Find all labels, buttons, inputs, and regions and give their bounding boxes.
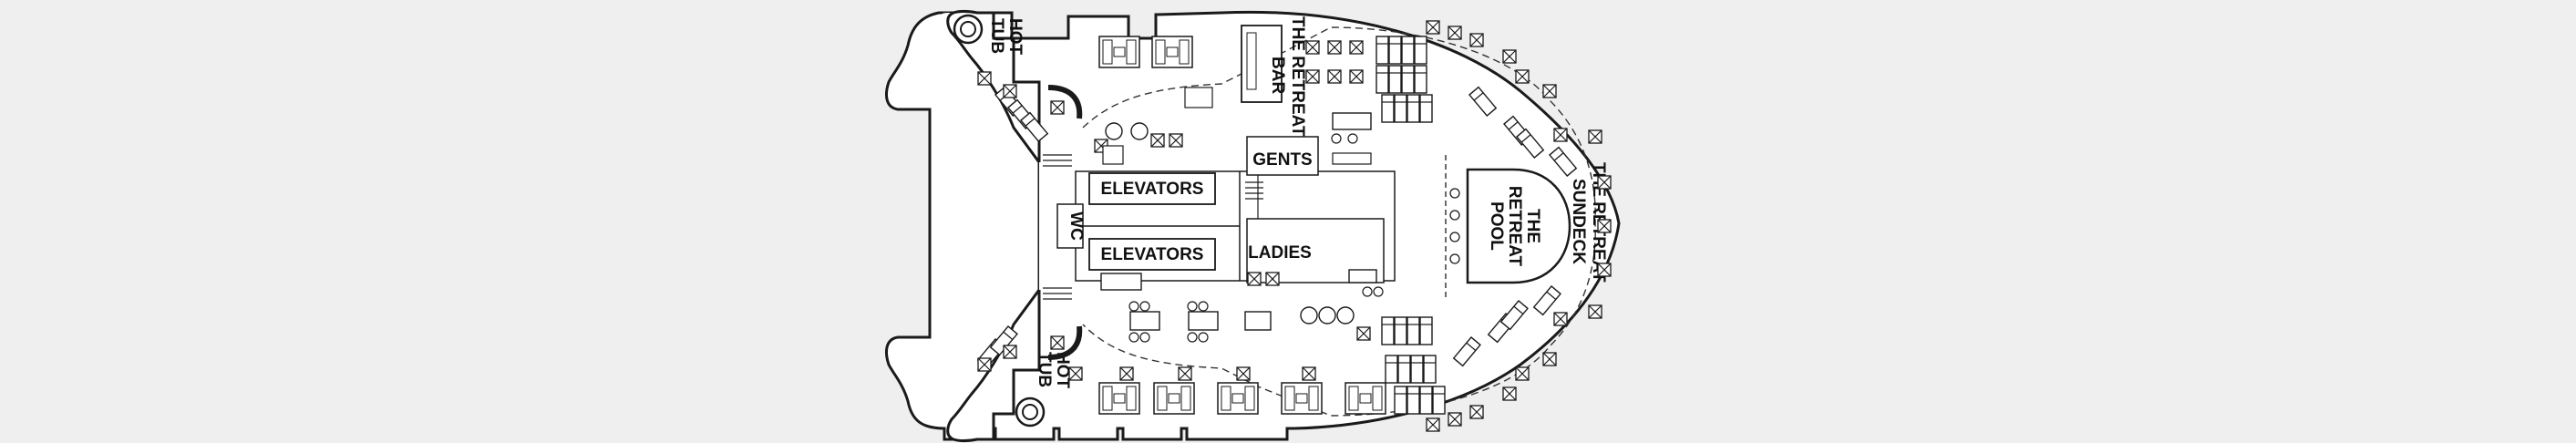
cabana (1345, 382, 1386, 415)
retreat-pool-label-3: POOL (1487, 201, 1506, 251)
elevators-bottom-label: ELEVATORS (1101, 245, 1204, 264)
loungers-top (1376, 36, 1433, 123)
gents-label: GENTS (1252, 150, 1312, 170)
cabana (1153, 382, 1195, 415)
retreat-sundeck-label-2: SUNDECK (1569, 179, 1588, 264)
elevators-top-label: ELEVATORS (1101, 180, 1204, 199)
cabana (1217, 382, 1259, 415)
cabana (1098, 36, 1140, 68)
wc-label: WC (1066, 211, 1086, 241)
retreat-pool (1466, 168, 1571, 284)
ladies-label: LADIES (1248, 243, 1312, 263)
cabana (1098, 382, 1140, 415)
hot-tub-top-label-1: HOT (1005, 18, 1025, 56)
retreat-pool-label-1: THE (1523, 209, 1542, 243)
stairs-top (1043, 154, 1072, 167)
retreat-pool-label-2: RETREAT (1505, 186, 1524, 267)
top-lounge-seating (1102, 87, 1372, 165)
hot-tub-top-icon (953, 14, 984, 45)
cabana (1151, 36, 1193, 68)
elevator-bank-bottom (1088, 238, 1216, 271)
retreat-bar-label-1: THE RETREAT (1288, 16, 1307, 137)
promenade-dashed-line (1082, 26, 1596, 417)
hot-tub-bottom-label-2: TUB (1035, 352, 1054, 387)
elevator-bank-top (1088, 172, 1216, 205)
hot-tub-top-label-2: TUB (987, 18, 1006, 54)
hot-tub-bottom-icon (1015, 397, 1046, 428)
round-tables (1105, 122, 1384, 325)
gents-room (1246, 136, 1319, 176)
port-upper-wing (946, 10, 1041, 167)
hot-tub-bottom-label-1: HOT (1053, 352, 1072, 389)
bottom-seating (1100, 269, 1377, 343)
hot-tub-top-bench (1047, 85, 1083, 119)
retreat-bar-counter (1241, 25, 1283, 103)
stairs-gents (1245, 181, 1263, 200)
hot-tub-bottom-bench (1047, 325, 1083, 360)
port-lower-wing (946, 285, 1041, 442)
retreat-bar-label-2: BAR (1268, 57, 1287, 94)
pool-ladder-circles (1449, 188, 1460, 264)
cabana (1281, 382, 1323, 415)
stairs-bottom (1043, 287, 1072, 300)
wc-room (1056, 203, 1084, 249)
